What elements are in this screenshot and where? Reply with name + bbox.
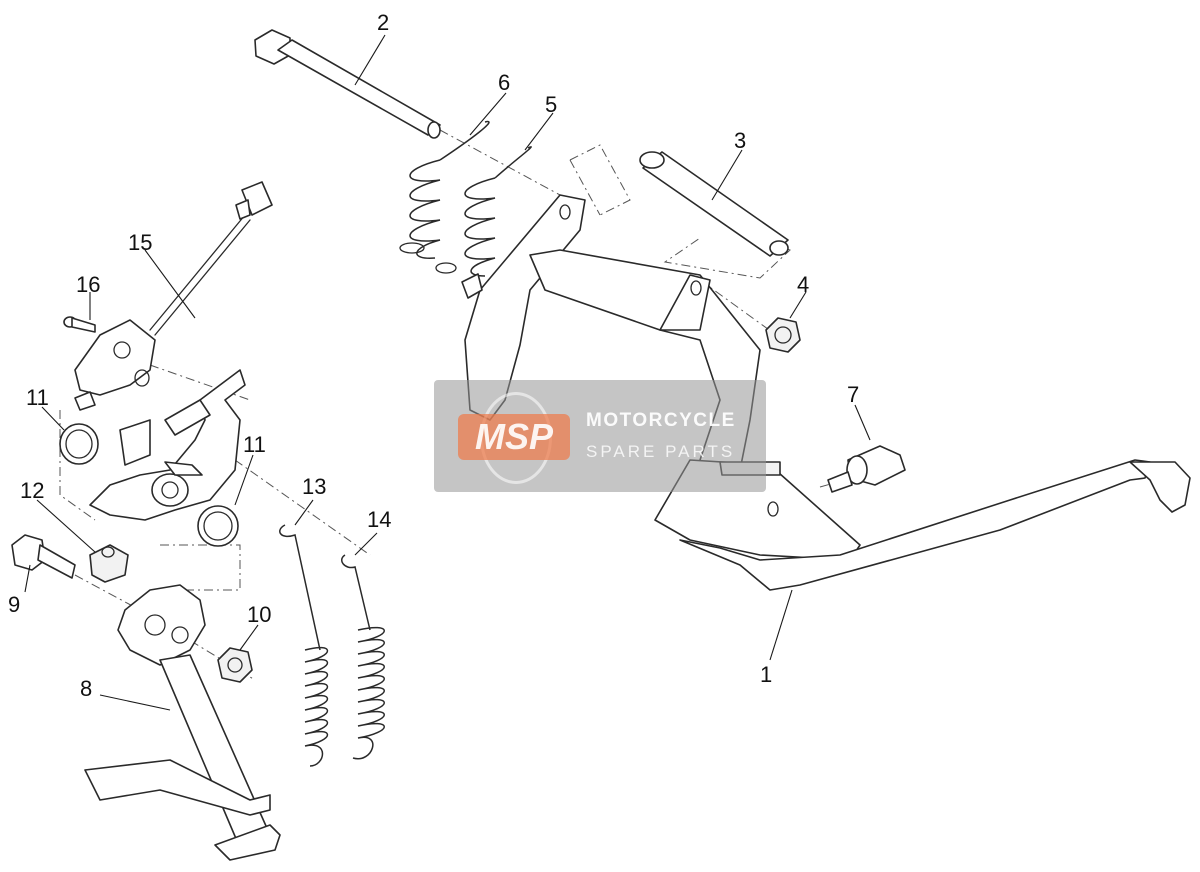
part-9-bolt[interactable] (11, 534, 76, 579)
part-14-spring[interactable] (341, 554, 385, 760)
part-8-side-stand[interactable] (84, 584, 281, 861)
callout-13: 13 (302, 474, 326, 499)
side-stand-switch[interactable] (74, 319, 156, 411)
leader-lines (24, 34, 871, 711)
part-12-bush[interactable] (89, 544, 129, 583)
watermark-line1: MOTORCYCLE (586, 410, 736, 431)
callout-6: 6 (498, 70, 510, 95)
part-5-spring[interactable] (435, 146, 532, 277)
part-3-pin[interactable] (639, 151, 789, 257)
switch-bracket[interactable] (89, 369, 246, 521)
callout-9: 9 (8, 592, 20, 617)
callout-2: 2 (377, 10, 389, 35)
callout-11-right: 11 (243, 432, 266, 457)
callout-16: 16 (76, 272, 100, 297)
watermark-badge-text: MSP (474, 416, 553, 457)
watermark-badge: MSP (458, 414, 570, 460)
callout-5: 5 (545, 92, 557, 117)
part-15-switch-cable[interactable] (149, 181, 273, 336)
callout-1: 1 (760, 662, 772, 687)
callout-7: 7 (847, 382, 859, 407)
part-6-spring[interactable] (399, 120, 490, 259)
part-16-screw[interactable] (63, 316, 96, 333)
watermark-line2: SPARE PARTS (586, 442, 736, 461)
part-11-o-ring-left[interactable] (59, 423, 99, 465)
callout-14: 14 (367, 507, 391, 532)
callout-12: 12 (20, 478, 44, 503)
callout-8: 8 (80, 676, 92, 701)
callout-labels: 1 2 3 4 5 6 7 8 9 10 11 11 12 13 14 15 1… (8, 10, 859, 701)
callout-11-left: 11 (26, 385, 49, 410)
callout-15: 15 (128, 230, 152, 255)
part-7-rubber-stop[interactable] (827, 445, 906, 493)
part-11-o-ring-right[interactable] (197, 505, 239, 547)
callout-10: 10 (247, 602, 271, 627)
watermark: MSP MOTORCYCLE SPARE PARTS (434, 380, 766, 492)
part-10-nut[interactable] (217, 647, 253, 683)
callout-4: 4 (797, 272, 809, 297)
part-2-bolt[interactable] (254, 29, 441, 139)
callout-3: 3 (734, 128, 746, 153)
part-13-spring[interactable] (279, 524, 328, 767)
part-4-nut[interactable] (765, 317, 801, 353)
